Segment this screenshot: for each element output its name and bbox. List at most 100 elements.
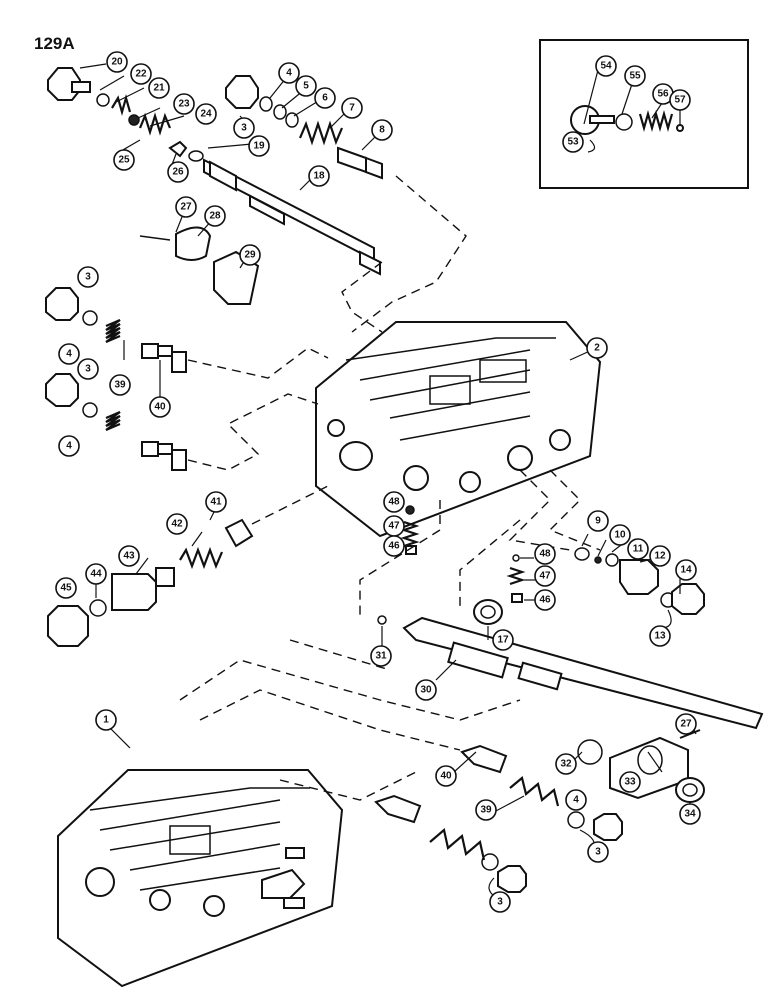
callout-text: 40 xyxy=(440,771,452,782)
callout-text: 42 xyxy=(171,519,183,530)
callout-text: 41 xyxy=(210,497,222,508)
callout-9: 9 xyxy=(587,510,609,532)
valve-body-lower xyxy=(57,769,344,988)
callout-39: 39 xyxy=(109,374,131,396)
callout-text: 21 xyxy=(153,83,165,94)
callout-text: 34 xyxy=(684,809,696,820)
callout-text: 4 xyxy=(286,68,292,79)
callout-17: 17 xyxy=(492,629,514,651)
callout-text: 30 xyxy=(420,685,432,696)
valve-body-upper xyxy=(315,321,602,538)
callout-text: 55 xyxy=(629,71,641,82)
callout-text: 25 xyxy=(118,155,130,166)
callout-31: 31 xyxy=(370,645,392,667)
callout-3: 3 xyxy=(233,117,255,139)
callout-text: 3 xyxy=(497,897,503,908)
callout-25: 25 xyxy=(113,149,135,171)
callout-text: 23 xyxy=(178,99,190,110)
callout-28: 28 xyxy=(204,205,226,227)
callout-text: 19 xyxy=(253,141,265,152)
callout-46: 46 xyxy=(534,589,556,611)
callout-text: 1 xyxy=(103,715,109,726)
callout-39: 39 xyxy=(475,799,497,821)
callout-43: 43 xyxy=(118,545,140,567)
callout-10: 10 xyxy=(609,524,631,546)
callout-text: 56 xyxy=(657,89,669,100)
left-parts xyxy=(45,287,187,471)
callout-57: 57 xyxy=(669,89,691,111)
callout-8: 8 xyxy=(371,119,393,141)
callout-26: 26 xyxy=(167,161,189,183)
callout-23: 23 xyxy=(173,93,195,115)
callout-24: 24 xyxy=(195,103,217,125)
callout-54: 54 xyxy=(595,55,617,77)
callout-text: 26 xyxy=(172,167,184,178)
callout-text: 45 xyxy=(60,583,72,594)
callout-text: 14 xyxy=(680,565,692,576)
callout-48: 48 xyxy=(534,543,556,565)
callout-text: 5 xyxy=(303,81,309,92)
callout-text: 6 xyxy=(322,93,328,104)
callout-27: 27 xyxy=(175,196,197,218)
callout-text: 57 xyxy=(674,95,686,106)
callout-27: 27 xyxy=(675,713,697,735)
callout-2: 2 xyxy=(586,337,608,359)
callout-4: 4 xyxy=(58,435,80,457)
callout-text: 4 xyxy=(573,795,579,806)
callout-text: 54 xyxy=(600,61,612,72)
callout-4: 4 xyxy=(278,62,300,84)
callout-3: 3 xyxy=(77,358,99,380)
left-lower-parts xyxy=(47,518,254,647)
callout-20: 20 xyxy=(106,51,128,73)
callout-text: 8 xyxy=(379,125,385,136)
callout-34: 34 xyxy=(679,803,701,825)
callout-14: 14 xyxy=(675,559,697,581)
callout-text: 11 xyxy=(633,544,644,555)
callout-text: 47 xyxy=(539,571,551,582)
callout-text: 3 xyxy=(241,123,247,134)
callout-47: 47 xyxy=(534,565,556,587)
callout-text: 10 xyxy=(614,530,626,541)
callout-7: 7 xyxy=(341,97,363,119)
callout-18: 18 xyxy=(308,165,330,187)
callout-48: 48 xyxy=(383,491,405,513)
callout-text: 32 xyxy=(560,759,572,770)
dashed-lines xyxy=(179,175,601,801)
callout-text: 48 xyxy=(539,549,551,560)
callout-text: 44 xyxy=(90,569,102,580)
callout-text: 24 xyxy=(200,109,212,120)
callout-text: 53 xyxy=(567,137,579,148)
callout-45: 45 xyxy=(55,577,77,599)
callout-text: 29 xyxy=(244,250,256,261)
callout-text: 3 xyxy=(85,272,91,283)
callout-text: 46 xyxy=(539,595,551,606)
callout-text: 40 xyxy=(154,402,166,413)
callout-text: 47 xyxy=(388,521,400,532)
callout-22: 22 xyxy=(130,63,152,85)
callout-11: 11 xyxy=(627,538,649,560)
callout-text: 39 xyxy=(480,805,492,816)
callout-text: 4 xyxy=(66,441,72,452)
callout-55: 55 xyxy=(624,65,646,87)
callout-41: 41 xyxy=(205,491,227,513)
callout-19: 19 xyxy=(248,135,270,157)
callout-40: 40 xyxy=(435,765,457,787)
callout-47: 47 xyxy=(383,515,405,537)
callout-text: 39 xyxy=(114,380,126,391)
callout-text: 4 xyxy=(66,349,72,360)
callout-text: 17 xyxy=(497,635,509,646)
callout-text: 18 xyxy=(313,171,325,182)
callout-text: 48 xyxy=(388,497,400,508)
callout-text: 27 xyxy=(180,202,192,213)
callout-3: 3 xyxy=(77,266,99,288)
callout-13: 13 xyxy=(649,625,671,647)
page-title: 129A xyxy=(34,34,75,53)
callout-text: 20 xyxy=(111,57,123,68)
callout-30: 30 xyxy=(415,679,437,701)
callout-3: 3 xyxy=(587,841,609,863)
callout-33: 33 xyxy=(619,771,641,793)
callout-text: 2 xyxy=(594,343,600,354)
callout-text: 7 xyxy=(349,103,355,114)
callout-text: 3 xyxy=(85,364,91,375)
